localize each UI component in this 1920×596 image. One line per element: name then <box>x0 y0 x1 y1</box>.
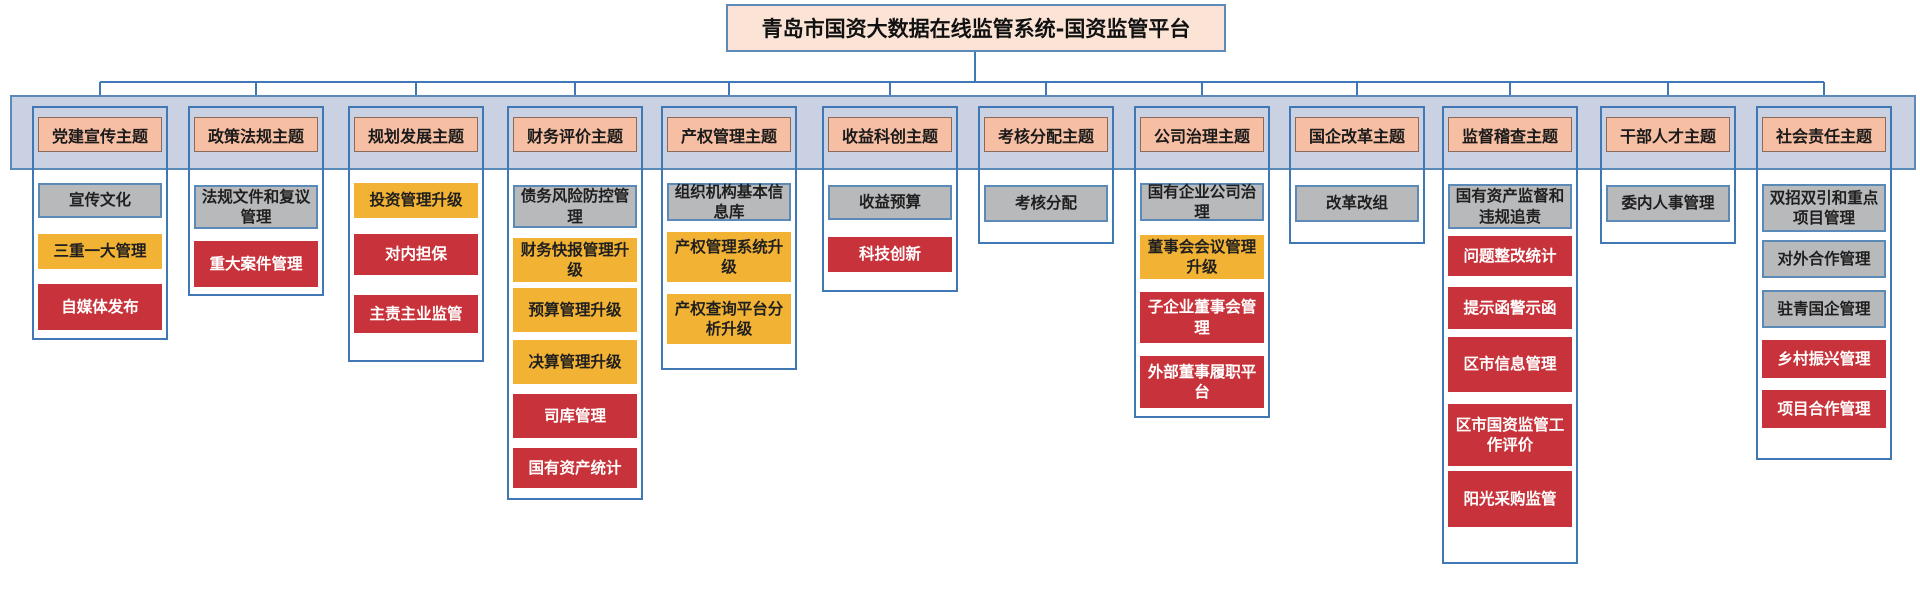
module-box: 提示函警示函 <box>1448 287 1572 329</box>
module-box: 重大案件管理 <box>194 241 318 287</box>
theme-header: 收益科创主题 <box>828 117 952 152</box>
module-box: 自媒体发布 <box>38 284 162 330</box>
module-box: 产权管理系统升级 <box>667 232 791 282</box>
theme-header: 党建宣传主题 <box>38 117 162 152</box>
module-box: 科技创新 <box>828 237 952 272</box>
theme-header: 财务评价主题 <box>513 117 637 152</box>
theme-header: 规划发展主题 <box>354 117 478 152</box>
module-box: 司库管理 <box>513 394 637 438</box>
module-box: 主责主业监管 <box>354 295 478 333</box>
module-box: 驻青国企管理 <box>1762 290 1886 328</box>
theme-header: 监督稽查主题 <box>1448 117 1572 152</box>
module-box: 阳光采购监管 <box>1448 471 1572 527</box>
module-box: 三重一大管理 <box>38 234 162 269</box>
module-box: 国有资产统计 <box>513 448 637 488</box>
theme-column: 公司治理主题国有企业公司治理董事会会议管理升级子企业董事会管理外部董事履职平台 <box>1134 106 1270 418</box>
module-box: 外部董事履职平台 <box>1140 356 1264 408</box>
module-box: 考核分配 <box>984 185 1108 222</box>
module-box: 乡村振兴管理 <box>1762 340 1886 378</box>
module-box: 预算管理升级 <box>513 288 637 332</box>
module-box: 投资管理升级 <box>354 183 478 218</box>
theme-header: 产权管理主题 <box>667 117 791 152</box>
module-box: 子企业董事会管理 <box>1140 292 1264 343</box>
theme-column: 财务评价主题债务风险防控管理财务快报管理升级预算管理升级决算管理升级司库管理国有… <box>507 106 643 500</box>
module-box: 区市国资监管工作评价 <box>1448 404 1572 466</box>
theme-column: 社会责任主题双招双引和重点项目管理对外合作管理驻青国企管理乡村振兴管理项目合作管… <box>1756 106 1892 460</box>
module-box: 宣传文化 <box>38 183 162 218</box>
module-box: 国有企业公司治理 <box>1140 183 1264 221</box>
theme-column: 考核分配主题考核分配 <box>978 106 1114 244</box>
module-box: 收益预算 <box>828 185 952 220</box>
theme-column: 规划发展主题投资管理升级对内担保主责主业监管 <box>348 106 484 362</box>
theme-header: 社会责任主题 <box>1762 117 1886 152</box>
module-box: 委内人事管理 <box>1606 185 1730 222</box>
theme-band <box>10 95 1916 170</box>
theme-column: 党建宣传主题宣传文化三重一大管理自媒体发布 <box>32 106 168 340</box>
module-box: 双招双引和重点项目管理 <box>1762 184 1886 232</box>
module-box: 项目合作管理 <box>1762 390 1886 428</box>
theme-header: 干部人才主题 <box>1606 117 1730 152</box>
module-box: 问题整改统计 <box>1448 236 1572 276</box>
theme-header: 政策法规主题 <box>194 117 318 152</box>
module-box: 董事会会议管理升级 <box>1140 235 1264 279</box>
module-box: 改革改组 <box>1295 185 1419 222</box>
module-box: 对内担保 <box>354 234 478 275</box>
theme-column: 收益科创主题收益预算科技创新 <box>822 106 958 292</box>
theme-column: 干部人才主题委内人事管理 <box>1600 106 1736 244</box>
theme-column: 国企改革主题改革改组 <box>1289 106 1425 244</box>
module-box: 国有资产监督和违规追责 <box>1448 184 1572 229</box>
theme-header: 公司治理主题 <box>1140 117 1264 152</box>
platform-title: 青岛市国资大数据在线监管系统-国资监管平台 <box>726 4 1226 52</box>
module-box: 区市信息管理 <box>1448 337 1572 392</box>
module-box: 决算管理升级 <box>513 340 637 384</box>
module-box: 法规文件和复议管理 <box>194 185 318 229</box>
module-box: 财务快报管理升级 <box>513 238 637 282</box>
theme-header: 国企改革主题 <box>1295 117 1419 152</box>
module-box: 债务风险防控管理 <box>513 185 637 228</box>
theme-column: 产权管理主题组织机构基本信息库产权管理系统升级产权查询平台分析升级 <box>661 106 797 370</box>
theme-header: 考核分配主题 <box>984 117 1108 152</box>
module-box: 组织机构基本信息库 <box>667 183 791 221</box>
module-box: 对外合作管理 <box>1762 240 1886 278</box>
theme-column: 政策法规主题法规文件和复议管理重大案件管理 <box>188 106 324 296</box>
theme-column: 监督稽查主题国有资产监督和违规追责问题整改统计提示函警示函区市信息管理区市国资监… <box>1442 106 1578 564</box>
module-box: 产权查询平台分析升级 <box>667 294 791 344</box>
